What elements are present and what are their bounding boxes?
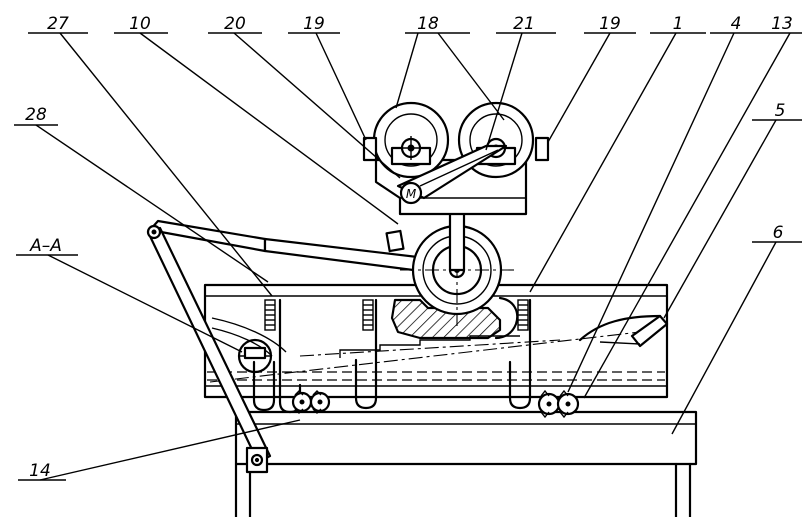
callout-10: 10 xyxy=(129,14,151,34)
table-stand xyxy=(234,410,698,517)
callout-21: 21 xyxy=(513,14,535,34)
callout-19-right: 19 xyxy=(599,14,621,34)
u-heater-middle xyxy=(354,298,378,410)
u-heater-right xyxy=(508,298,532,410)
callout-19-left: 19 xyxy=(303,14,325,34)
callout-labels: 27 10 20 19 18 21 19 1 4 13 5 28 6 А–А 1… xyxy=(25,14,793,481)
motor-label: М xyxy=(406,187,417,201)
callout-18: 18 xyxy=(417,14,439,34)
spring-left xyxy=(264,299,276,331)
motor: М xyxy=(399,181,423,205)
main-roller xyxy=(400,198,515,326)
callout-28: 28 xyxy=(25,105,47,125)
lever-arm xyxy=(146,219,462,474)
callout-5: 5 xyxy=(775,101,786,121)
callout-4: 4 xyxy=(731,14,742,34)
leader-lines xyxy=(14,32,802,481)
gear-roller-right xyxy=(537,389,580,419)
callout-20: 20 xyxy=(224,14,246,34)
callout-14: 14 xyxy=(29,461,51,481)
callout-a-a: А–А xyxy=(29,236,62,256)
spring-right xyxy=(517,299,529,331)
gear-roller-left xyxy=(291,390,331,414)
callout-13: 13 xyxy=(771,14,793,34)
section-a-a-marker xyxy=(237,338,273,374)
callout-1: 1 xyxy=(673,14,684,34)
callout-6: 6 xyxy=(773,223,784,243)
callout-27: 27 xyxy=(47,14,69,34)
spring-middle xyxy=(362,299,374,331)
